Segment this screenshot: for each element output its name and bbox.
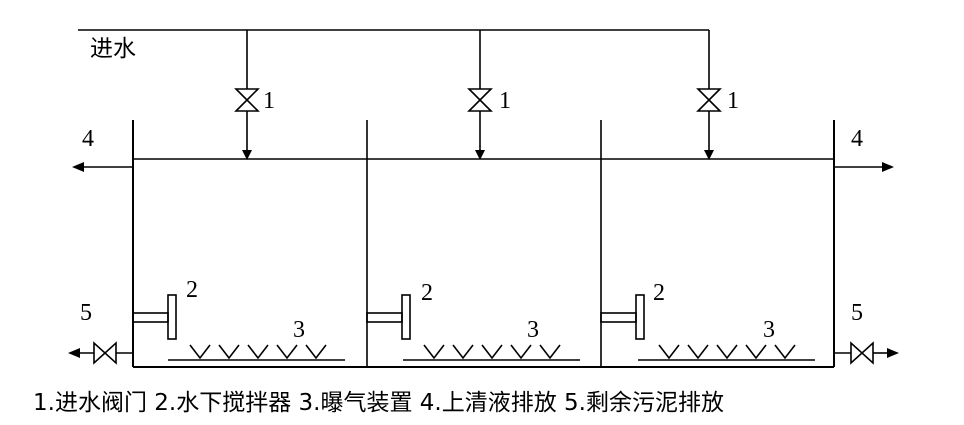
aeration-device-3: 3 <box>638 317 815 361</box>
valve-label-3: 1 <box>727 88 739 114</box>
sludge-outlet-right: 5 <box>834 300 899 365</box>
valve-label-2: 1 <box>499 88 511 114</box>
arrow-left-icon <box>68 348 80 358</box>
flow-arrow-icon <box>242 150 252 160</box>
aerator-label-1: 3 <box>293 317 305 343</box>
arrow-right-icon <box>882 162 894 172</box>
mixer-label-1: 2 <box>186 277 198 303</box>
aeration-device-1: 3 <box>168 317 345 361</box>
reactor-tank <box>132 120 835 368</box>
aeration-device-2: 3 <box>403 317 580 361</box>
inlet-label: 进水 <box>90 36 136 62</box>
valve-label-1: 1 <box>263 88 275 114</box>
inlet-valve-1-icon <box>234 88 260 112</box>
arrow-right-icon <box>887 348 899 358</box>
sludge-outlet-left: 5 <box>68 300 133 365</box>
inlet-branch-3: 1 <box>696 30 739 160</box>
inlet-branch-1: 1 <box>234 30 275 160</box>
submersible-mixer-3: 2 <box>600 280 665 340</box>
supernatant-outlet-right: 4 <box>834 126 894 172</box>
submersible-mixer-1: 2 <box>132 277 198 340</box>
inlet-branch-2: 1 <box>467 30 511 160</box>
diffuser-nozzles <box>423 344 561 360</box>
aerator-label-2: 3 <box>527 317 539 343</box>
aerator-label-3: 3 <box>763 317 775 343</box>
sludge-valve-left-icon <box>93 341 117 365</box>
inlet-valve-3-icon <box>696 88 722 112</box>
flow-arrow-icon <box>704 150 714 160</box>
diffuser-nozzles <box>658 344 796 360</box>
inlet-valve-2-icon <box>467 88 493 112</box>
sludge-label-left: 5 <box>80 300 92 326</box>
sludge-valve-right-icon <box>850 341 874 365</box>
submersible-mixer-2: 2 <box>366 280 433 340</box>
mixer-label-2: 2 <box>421 280 433 306</box>
flow-arrow-icon <box>475 150 485 160</box>
mixer-label-3: 2 <box>653 280 665 306</box>
arrow-left-icon <box>72 162 84 172</box>
sludge-label-right: 5 <box>851 300 863 326</box>
supernatant-outlet-left: 4 <box>72 126 133 172</box>
diffuser-nozzles <box>189 344 327 360</box>
supernatant-label-left: 4 <box>82 126 94 152</box>
figure-caption: 1.进水阀门 2.水下搅拌器 3.曝气装置 4.上清液排放 5.剩余污泥排放 <box>33 390 724 416</box>
supernatant-label-right: 4 <box>851 126 863 152</box>
